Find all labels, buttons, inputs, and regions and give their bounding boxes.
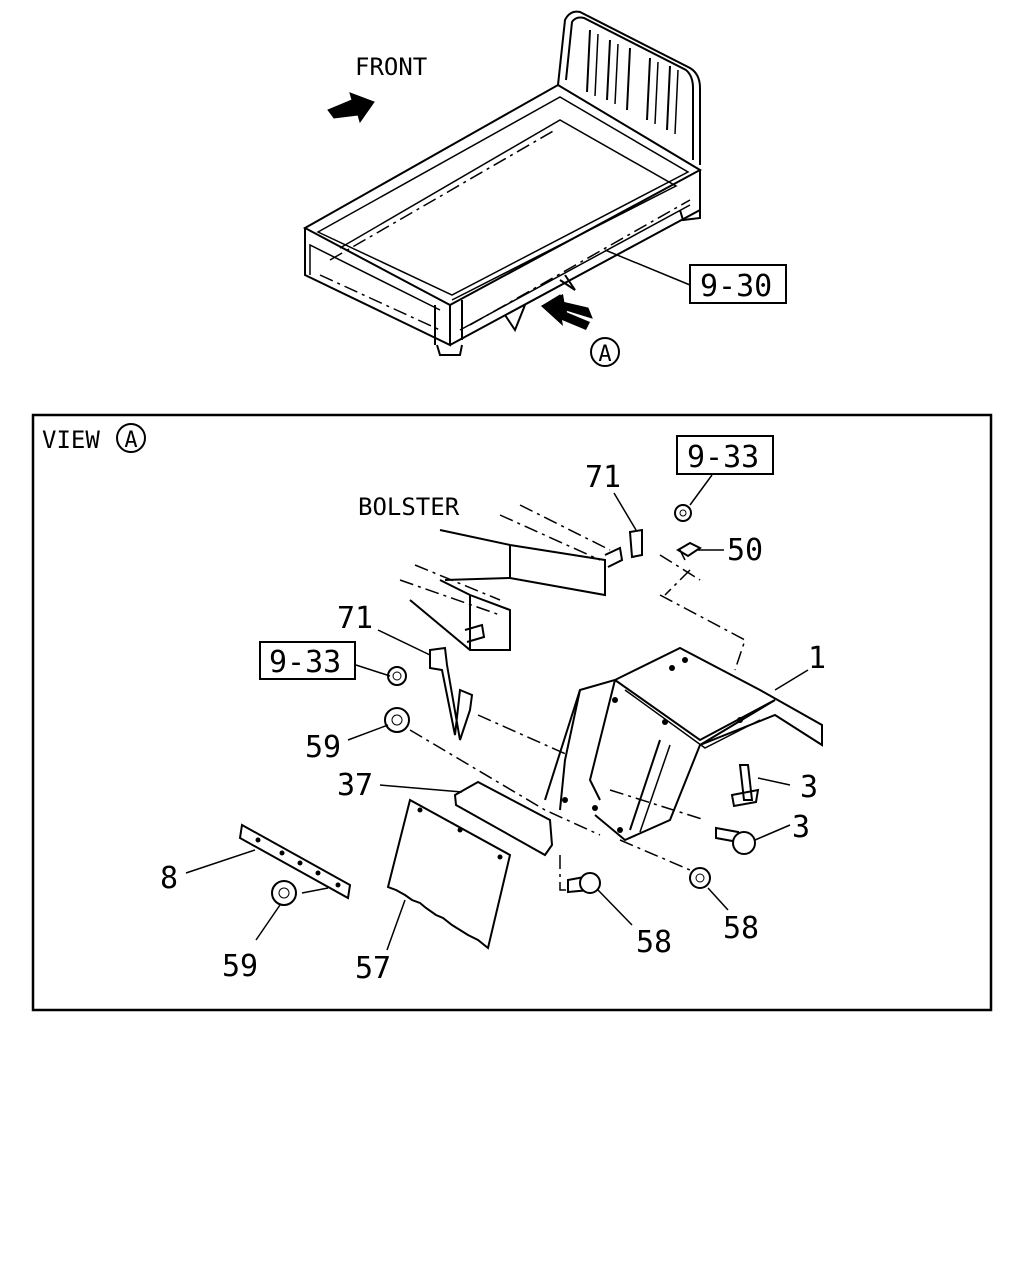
fender-illustration bbox=[544, 646, 823, 842]
nut-icon-left bbox=[387, 666, 407, 686]
ref-9-33-left-label: 9-33 bbox=[269, 645, 341, 680]
bolster-illustration bbox=[399, 504, 624, 651]
screw-icon-upper bbox=[730, 764, 760, 808]
assembly-lines bbox=[409, 549, 746, 891]
callout-3-lower: 3 bbox=[792, 810, 810, 845]
leader-lines bbox=[185, 474, 809, 951]
svg-text:A: A bbox=[124, 428, 137, 453]
callout-59-mid: 59 bbox=[305, 730, 341, 765]
view-direction-arrow-icon bbox=[540, 294, 593, 330]
front-label: FRONT bbox=[355, 53, 427, 81]
bracket-strap-lower bbox=[429, 646, 474, 741]
callout-3-upper: 3 bbox=[800, 770, 818, 805]
view-marker-a: A bbox=[590, 337, 620, 367]
callout-37: 37 bbox=[337, 768, 373, 803]
screw-icon-lower bbox=[715, 826, 756, 855]
clip-icon bbox=[676, 541, 702, 558]
bracket-37 bbox=[453, 780, 554, 857]
plate-8 bbox=[238, 823, 352, 900]
detail-view-frame bbox=[31, 413, 993, 1012]
truck-bed-illustration bbox=[302, 10, 703, 356]
bolt-icon-left bbox=[567, 872, 601, 894]
nut-icon-upper bbox=[674, 504, 692, 522]
bolster-label: BOLSTER bbox=[358, 493, 460, 521]
callout-58-left: 58 bbox=[636, 925, 672, 960]
flange-nut-icon-mid bbox=[384, 707, 410, 733]
view-title: VIEW bbox=[42, 426, 100, 454]
callout-1: 1 bbox=[808, 641, 826, 676]
svg-text:A: A bbox=[598, 342, 611, 367]
ref-9-30-label: 9-30 bbox=[700, 269, 772, 304]
ref-box-9-30: 9-30 bbox=[689, 264, 787, 304]
callout-50: 50 bbox=[727, 533, 763, 568]
callout-71-lower: 71 bbox=[337, 601, 373, 636]
bracket-plate-upper bbox=[628, 528, 643, 559]
callout-57: 57 bbox=[355, 951, 391, 986]
mudflap-57 bbox=[386, 798, 512, 950]
callout-8: 8 bbox=[160, 861, 178, 896]
view-title-marker: A bbox=[116, 423, 146, 453]
callout-58-right: 58 bbox=[723, 911, 759, 946]
callout-71-upper: 71 bbox=[585, 460, 621, 495]
flange-nut-icon-low bbox=[271, 880, 297, 906]
ref-9-33-upper-label: 9-33 bbox=[687, 440, 759, 475]
front-arrow-icon bbox=[327, 92, 375, 124]
callout-59-low: 59 bbox=[222, 949, 258, 984]
ref-box-9-33-upper: 9-33 bbox=[676, 435, 774, 475]
bolt-icon-right bbox=[689, 867, 711, 889]
ref-box-9-33-left: 9-33 bbox=[259, 641, 356, 680]
